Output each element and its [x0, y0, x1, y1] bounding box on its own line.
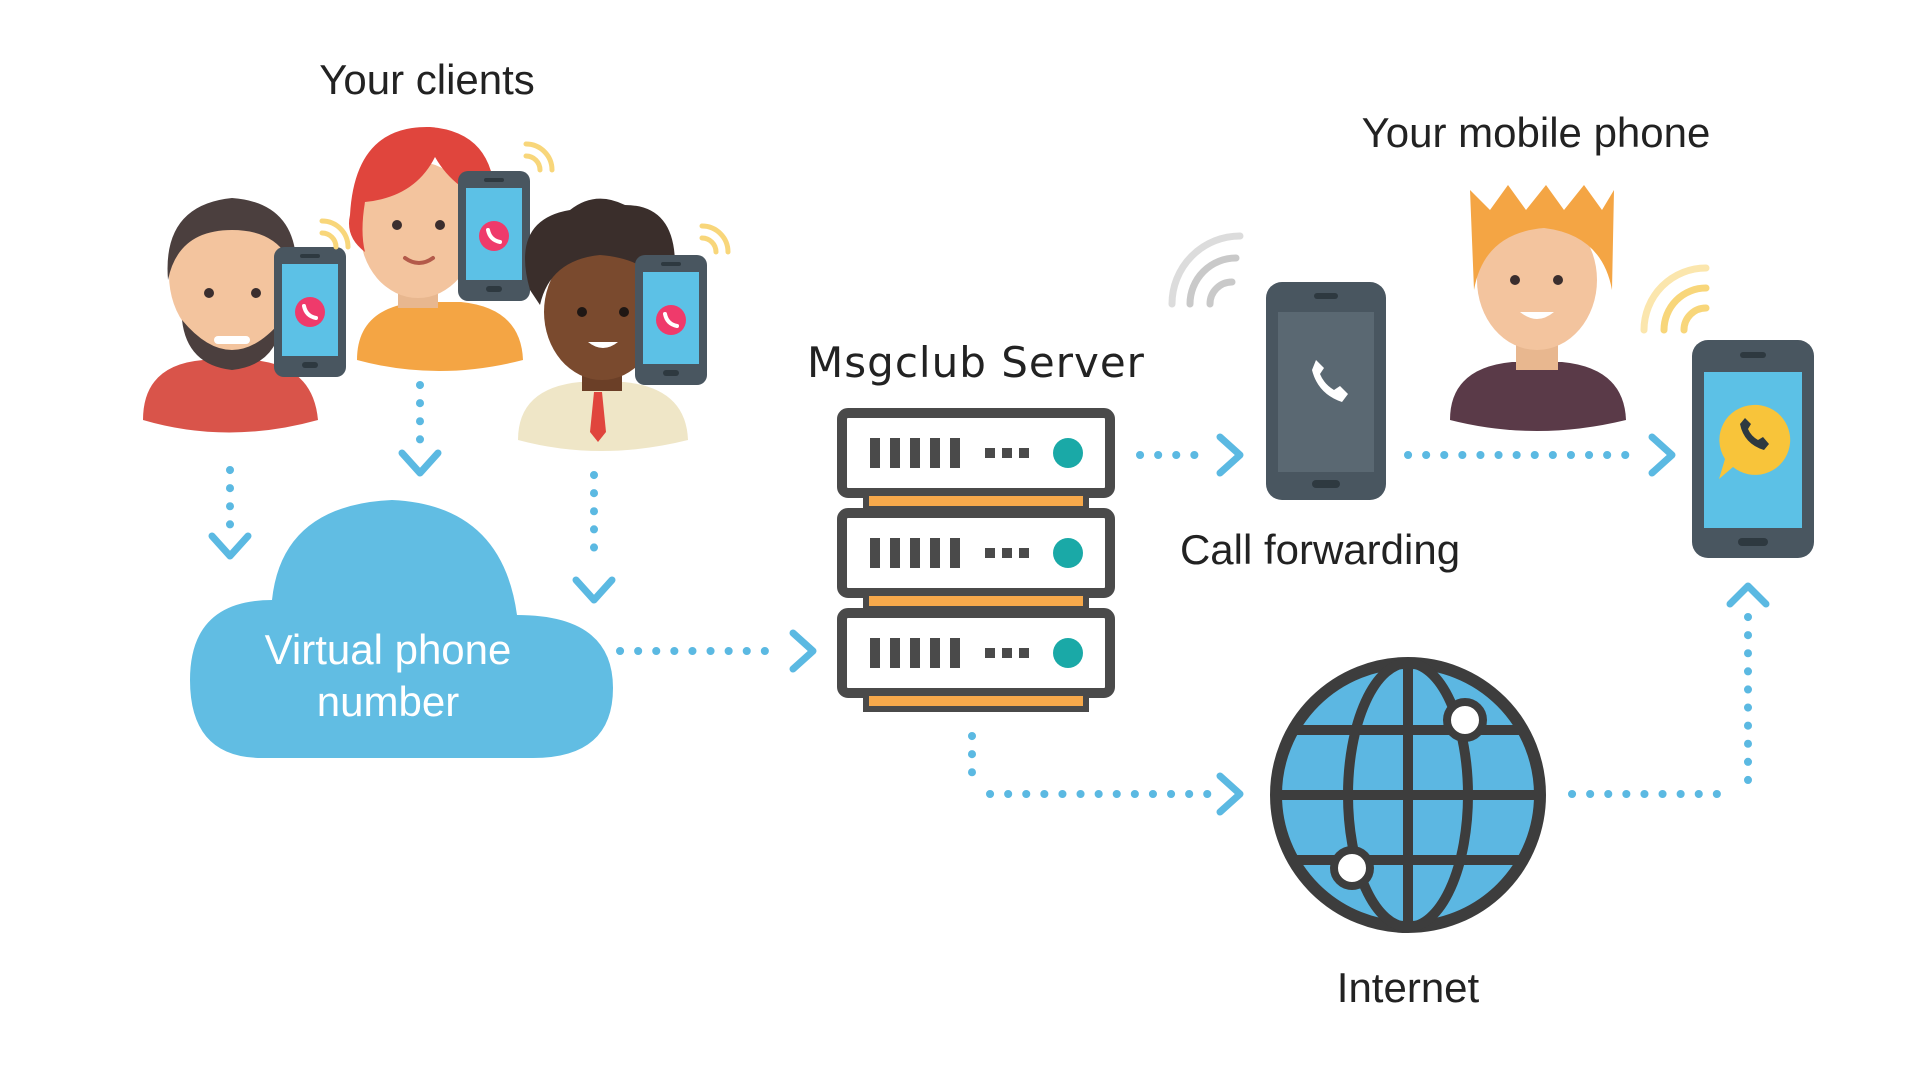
your-mobile-phone-smartphone-icon — [1640, 264, 1814, 558]
client-person-redhead-icon — [349, 126, 523, 371]
your-mobile-phone-label: Your mobile phone — [1361, 109, 1711, 156]
internet-to-mobile-arrow — [1568, 582, 1770, 798]
your-clients-label: Your clients — [319, 56, 535, 103]
forwarding-to-mobile-arrow — [1404, 437, 1672, 473]
server-to-forwarding-arrow — [1136, 437, 1240, 473]
msgclub-server-rack-icon — [837, 408, 1115, 712]
forwarding-phone-smartphone-icon — [1168, 232, 1386, 500]
client-person-curly-icon — [518, 198, 688, 451]
internet-globe-icon — [1270, 657, 1546, 933]
virtual-number-cloud-icon — [190, 500, 613, 758]
virtual-phone-number-line1: Virtual phone — [264, 626, 512, 673]
mobile-owner-person-blonde-icon — [1450, 185, 1626, 431]
internet-label: Internet — [1336, 964, 1480, 1011]
virtual-phone-number-line2: number — [316, 678, 460, 725]
call-forwarding-label: Call forwarding — [1179, 526, 1461, 573]
server-to-internet-arrow — [968, 732, 1240, 812]
cloud-to-server-arrow — [616, 633, 813, 669]
client-to-cloud-arrows — [212, 381, 612, 600]
virtual-phone-number-label: Virtual phone number — [265, 624, 512, 728]
msgclub-server-label: Msgclub Server — [807, 338, 1145, 387]
client-person-beard-icon — [143, 198, 318, 433]
